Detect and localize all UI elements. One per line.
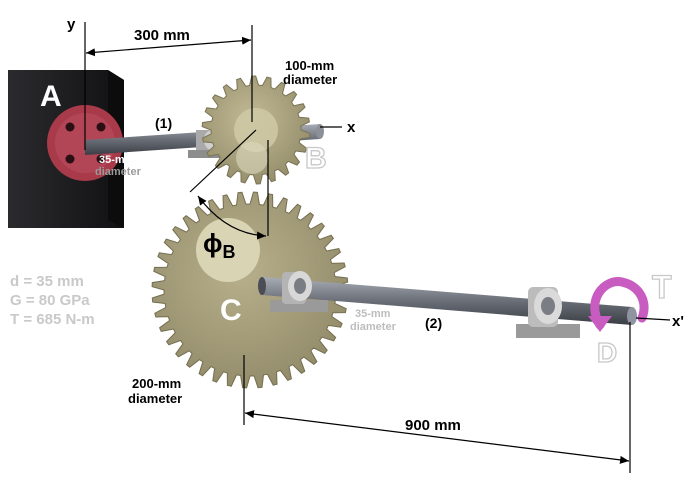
- param-shear-modulus: G = 80 GPa: [10, 292, 90, 309]
- gear-b: [201, 75, 311, 185]
- dimension-900mm-label: 900 mm: [405, 417, 461, 434]
- point-c-label: C: [220, 294, 242, 327]
- gear-c-diameter-label-2: diameter: [128, 391, 182, 406]
- shaft-1-diameter-label-1: 35-mm: [99, 154, 135, 166]
- param-torque: T = 685 N-m: [10, 311, 95, 328]
- torque-arrow: [588, 277, 649, 332]
- axis-x-prime-label: x': [672, 313, 684, 330]
- shaft-2-diameter-label-2: diameter: [350, 321, 397, 333]
- gear-c-diameter-label-1: 200-mm: [132, 376, 181, 391]
- point-a-label: A: [40, 80, 62, 113]
- dimension-300mm: [85, 25, 253, 122]
- axis-y-label: y: [67, 16, 76, 33]
- shaft-2-diameter-label-1: 35-mm: [355, 308, 391, 320]
- shaft-2-label: (2): [425, 315, 442, 331]
- gear-b-diameter-label-2: diameter: [283, 72, 337, 87]
- gear-b-diameter-label-1: 100-mm: [285, 58, 334, 73]
- axis-x-label: x: [347, 119, 356, 136]
- bearing-d: [516, 287, 580, 338]
- param-diameter: d = 35 mm: [10, 273, 84, 290]
- point-b-label: B: [305, 142, 327, 175]
- shaft-1-diameter-label-2: diameter: [95, 166, 142, 178]
- phi-symbol: ϕB: [203, 228, 236, 262]
- dimension-900mm: [243, 322, 631, 473]
- shaft-1-label: (1): [155, 115, 172, 131]
- dimension-300mm-label: 300 mm: [134, 27, 190, 44]
- bearing-c: [270, 271, 328, 312]
- torque-label: T: [652, 269, 672, 305]
- phi-subscript: B: [223, 242, 236, 262]
- angle-phi-b-lines: [189, 129, 269, 240]
- x-prime-axis-line: [635, 317, 671, 321]
- point-d-label: D: [597, 337, 617, 368]
